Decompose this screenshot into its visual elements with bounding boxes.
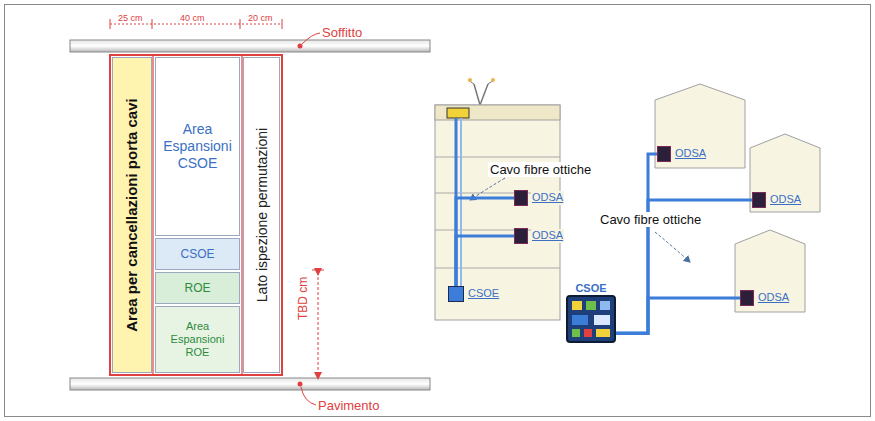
ceiling-leader [302, 33, 320, 44]
fiber-cable-line [456, 236, 514, 286]
csoe-cabinet [566, 295, 616, 343]
height-dimension [318, 272, 319, 376]
inspection-side: Lato ispezione permutazioni [243, 57, 280, 373]
csoe-point: CSOE [448, 286, 500, 302]
label-text: ODSA [674, 147, 707, 160]
odsa-point: ODSA [514, 228, 564, 244]
label-text: ODSA [531, 229, 564, 242]
label-text: Area Espansioni CSOE [159, 121, 236, 171]
ceiling-label: Soffitto [322, 25, 362, 40]
cable-label: Cavo fibre ottiche [598, 212, 703, 227]
label-text: Area per cancellazioni porta cavi [123, 98, 141, 331]
fiber-cable-line [616, 154, 657, 333]
dimension: 25 cm [116, 13, 145, 23]
odsa-point: ODSA [657, 146, 707, 162]
csoe-block: CSOE [155, 238, 240, 270]
dimension: 40 cm [178, 13, 207, 23]
rack-column [153, 55, 242, 375]
fiber-cable [616, 154, 657, 333]
dimension: 20 cm [246, 13, 275, 23]
device-box [752, 192, 766, 208]
device-box [740, 290, 754, 306]
cable-area: Area per cancellazioni porta cavi [112, 57, 152, 373]
expansion-area: Area Espansioni CSOE [155, 57, 240, 236]
label-text: ROE [184, 281, 210, 295]
floor-leader [301, 387, 316, 405]
floor-label: Pavimento [318, 398, 379, 413]
fiber-cable [616, 298, 740, 333]
floor-dot [298, 382, 303, 387]
roe-block: ROE [155, 272, 240, 304]
fiber-cable-line [456, 198, 514, 286]
fiber-cable [456, 198, 514, 286]
odsa-point: ODSA [752, 192, 802, 208]
label-text: ODSA [769, 193, 802, 206]
label-text: Lato ispezione permutazioni [253, 128, 270, 302]
dimension-tick [312, 270, 324, 271]
ceiling-dot [298, 44, 303, 49]
frame-border [5, 5, 871, 417]
odsa-point: ODSA [514, 190, 564, 206]
odsa-point: ODSA [740, 290, 790, 306]
device-box [657, 146, 671, 162]
floor-slab [70, 378, 430, 390]
rack-frame [110, 55, 282, 375]
ceiling-slab [70, 40, 430, 52]
label-text: CSOE [180, 247, 214, 261]
cable-label: Cavo fibre ottiche [488, 162, 593, 177]
label-text: CSOE [575, 282, 606, 295]
label-text: ODSA [757, 291, 790, 304]
expansion-area: Area Espansioni ROE [155, 306, 240, 373]
houses [655, 84, 820, 312]
device-box [514, 228, 528, 244]
fiber-cable [456, 236, 514, 286]
device-box [514, 190, 528, 206]
label-text: ODSA [531, 191, 564, 204]
dimension: TBD cm [296, 275, 310, 322]
device-box [448, 286, 464, 302]
csoe-panel: CSOE [566, 282, 616, 343]
fiber-cable-line [616, 298, 740, 333]
pointer-line [655, 232, 690, 262]
label-text: CSOE [467, 287, 500, 300]
label-text: Area Espansioni ROE [159, 320, 236, 360]
